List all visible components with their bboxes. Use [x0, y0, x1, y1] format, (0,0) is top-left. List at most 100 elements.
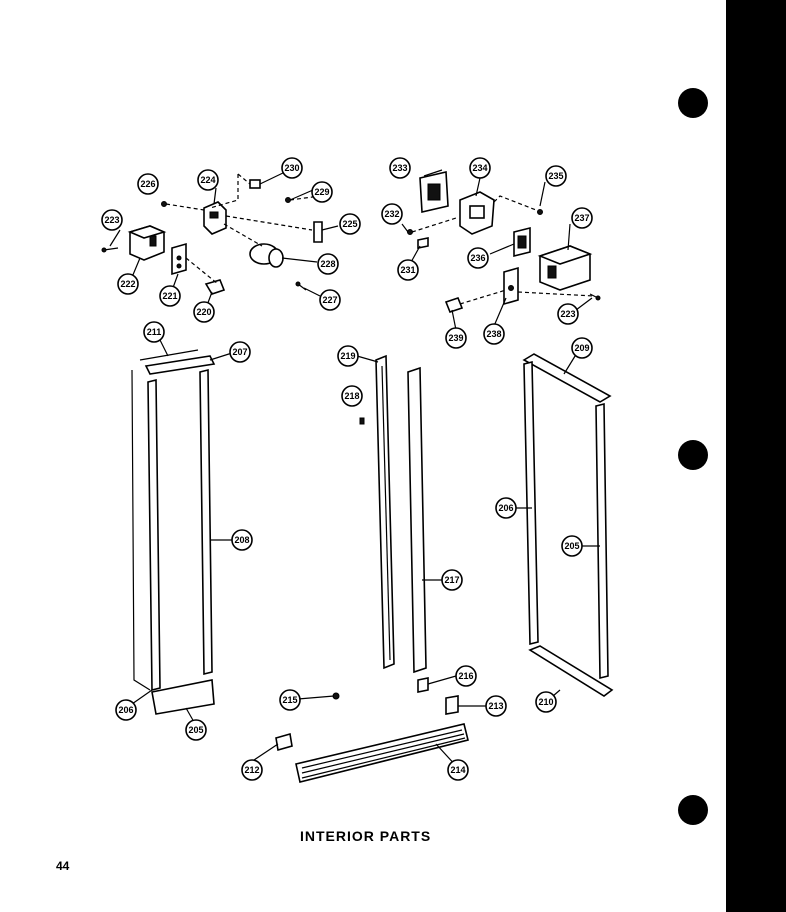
svg-text:234: 234 [472, 163, 487, 173]
svg-text:213: 213 [488, 701, 503, 711]
svg-text:229: 229 [314, 187, 329, 197]
callout-228: 228 [317, 253, 339, 275]
svg-text:214: 214 [450, 765, 465, 775]
part-bottom-breaker-205 [151, 679, 215, 715]
svg-text:222: 222 [120, 279, 135, 289]
svg-text:219: 219 [340, 351, 355, 361]
part-housing-237 [537, 245, 593, 291]
svg-text:237: 237 [574, 213, 589, 223]
part-small-231 [417, 237, 429, 249]
binder-hole-top [678, 88, 708, 118]
svg-text:215: 215 [282, 695, 297, 705]
callout-219: 219 [337, 345, 359, 367]
callout-238: 238 [483, 323, 505, 345]
svg-text:205: 205 [188, 725, 203, 735]
part-grille-214 [295, 723, 469, 783]
part-housing-222 [127, 225, 167, 261]
binder-hole-bottom [678, 795, 708, 825]
part-bottom-breaker-210 [528, 645, 614, 697]
svg-text:238: 238 [486, 329, 501, 339]
binder-hole-middle [678, 440, 708, 470]
part-screw-223-left [101, 247, 119, 253]
callout-209: 209 [571, 337, 593, 359]
part-small-229 [285, 197, 291, 203]
svg-text:216: 216 [458, 671, 473, 681]
callout-232: 232 [381, 203, 403, 225]
callout-220: 220 [193, 301, 215, 323]
part-plate-213 [445, 695, 459, 715]
svg-text:208: 208 [234, 535, 249, 545]
part-top-breaker-207 [144, 355, 216, 375]
callout-217: 217 [441, 569, 463, 591]
callout-213: 213 [485, 695, 507, 717]
part-socket-228 [249, 243, 284, 268]
callout-222: 222 [117, 273, 139, 295]
svg-text:228: 228 [320, 259, 335, 269]
svg-text:224: 224 [200, 175, 215, 185]
callout-207: 207 [229, 341, 251, 363]
part-side-strip-206-right [523, 360, 539, 646]
callout-226: 226 [137, 173, 159, 195]
callout-230: 230 [281, 157, 303, 179]
svg-text:207: 207 [232, 347, 247, 357]
callout-210: 210 [535, 691, 557, 713]
part-small-235 [537, 209, 543, 215]
svg-text:223: 223 [104, 215, 119, 225]
svg-text:220: 220 [196, 307, 211, 317]
part-small-218 [359, 417, 365, 425]
callout-225: 225 [339, 213, 361, 235]
svg-text:221: 221 [162, 291, 177, 301]
callout-214: 214 [447, 759, 469, 781]
svg-text:206: 206 [118, 705, 133, 715]
svg-text:217: 217 [444, 575, 459, 585]
part-clip-239 [444, 297, 464, 313]
part-bracket-224 [203, 201, 227, 235]
svg-text:223: 223 [560, 309, 575, 319]
part-side-strip-206 [147, 378, 161, 692]
callout-227: 227 [319, 289, 341, 311]
part-thermostat-234 [459, 191, 495, 235]
callout-235: 235 [545, 165, 567, 187]
svg-text:211: 211 [147, 327, 162, 337]
callout-224: 224 [197, 169, 219, 191]
callout-223-left: 223 [101, 209, 123, 231]
svg-text:230: 230 [284, 163, 299, 173]
svg-text:236: 236 [470, 253, 485, 263]
svg-text:205: 205 [564, 541, 579, 551]
part-screw-223-right [589, 293, 601, 301]
part-side-strip-208 [199, 368, 213, 676]
callout-218: 218 [341, 385, 363, 407]
callout-236: 236 [467, 247, 489, 269]
callout-216: 216 [455, 665, 477, 687]
svg-text:231: 231 [400, 265, 415, 275]
callout-229: 229 [311, 181, 333, 203]
callout-206-left: 206 [115, 699, 137, 721]
part-plate-221 [171, 242, 187, 276]
page-title: INTERIOR PARTS [300, 828, 432, 844]
callout-206-right: 206 [495, 497, 517, 519]
page-edge-bar [726, 0, 786, 912]
part-side-strip-205-right [595, 402, 609, 680]
callout-211: 211 [143, 321, 165, 343]
svg-text:226: 226 [140, 179, 155, 189]
svg-text:227: 227 [322, 295, 337, 305]
callout-221: 221 [159, 285, 181, 307]
svg-text:212: 212 [244, 765, 259, 775]
callout-205-left: 205 [185, 719, 207, 741]
part-small-226 [161, 201, 167, 207]
svg-text:209: 209 [574, 343, 589, 353]
part-spring-225 [313, 221, 323, 243]
callout-233: 233 [389, 157, 411, 179]
page-number: 44 [56, 859, 70, 873]
leader-lines [109, 169, 600, 769]
svg-text:233: 233 [392, 163, 407, 173]
part-top-breaker-209 [522, 353, 612, 403]
callout-212: 212 [241, 759, 263, 781]
callout-208: 208 [231, 529, 253, 551]
svg-text:218: 218 [344, 391, 359, 401]
part-small-232 [407, 229, 413, 235]
svg-text:235: 235 [548, 171, 563, 181]
part-switch-236 [513, 226, 531, 258]
part-small-230 [249, 179, 261, 189]
